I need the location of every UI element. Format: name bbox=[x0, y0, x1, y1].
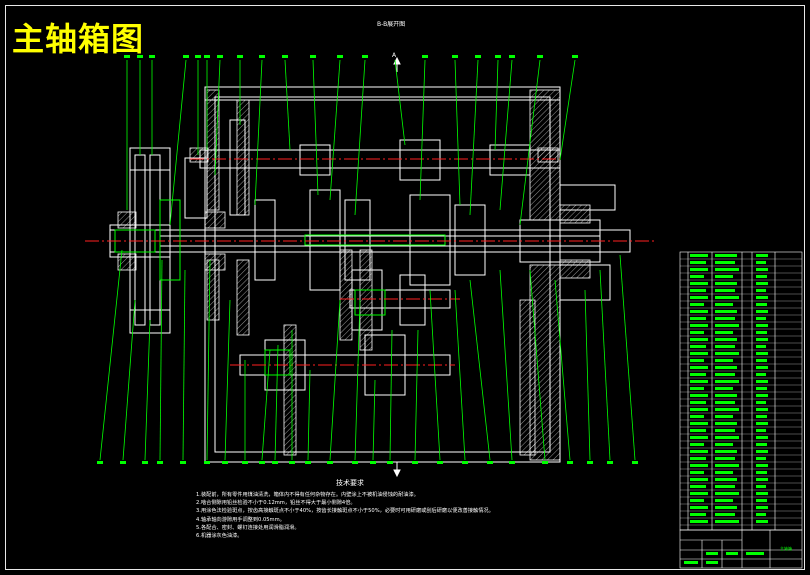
title-block bbox=[679, 529, 803, 569]
tech-req-item: 6.机器涂灰色油漆。 bbox=[196, 533, 243, 540]
page-title: 主轴箱图 bbox=[12, 20, 145, 58]
gear-highlights bbox=[114, 199, 446, 376]
parts-list-entries bbox=[690, 254, 768, 523]
spindle-gears bbox=[254, 189, 486, 291]
tech-req-item: 5.各配合、密封、螺钉连接处用润滑脂润滑。 bbox=[196, 524, 300, 531]
tech-req-item: 4.轴承轴向游隙用手调整到0.05mm。 bbox=[196, 516, 285, 523]
leader-lines-top bbox=[126, 59, 576, 226]
tech-req-heading: 技术要求 bbox=[336, 479, 364, 487]
tech-req-item: 1.装配前，所有零件用煤油清洗，箱体内不得有任何杂物存在。内壁涂上不被机油侵蚀的… bbox=[196, 492, 419, 498]
title-block-marks bbox=[684, 552, 764, 564]
tech-req-item: 2.啮合侧隙用铅丝检验不小于0.12mm，铅丝不得大于最小侧隙4倍。 bbox=[196, 500, 356, 507]
section-title: B-B展开图 bbox=[377, 21, 406, 28]
title-block-name: 主轴箱 bbox=[780, 546, 792, 551]
bearings bbox=[117, 147, 591, 279]
section-markers bbox=[393, 56, 401, 478]
section-marker-top: A bbox=[392, 52, 397, 59]
leader-tags bbox=[97, 55, 638, 464]
parts-list-rows bbox=[680, 258, 802, 526]
tech-req-item: 3.用涂色法检验斑点，按齿高接触斑点不小于40%，按齿长接触斑点不小于50%，必… bbox=[196, 508, 494, 515]
drawing-frame bbox=[5, 5, 805, 570]
leader-lines-bottom bbox=[99, 249, 636, 461]
technical-requirements: 技术要求 1.装配前，所有零件用煤油清洗，箱体内不得有任何杂物存在。内壁涂上不被… bbox=[196, 478, 526, 540]
pulley bbox=[129, 147, 171, 334]
parts-list-table bbox=[679, 251, 803, 531]
